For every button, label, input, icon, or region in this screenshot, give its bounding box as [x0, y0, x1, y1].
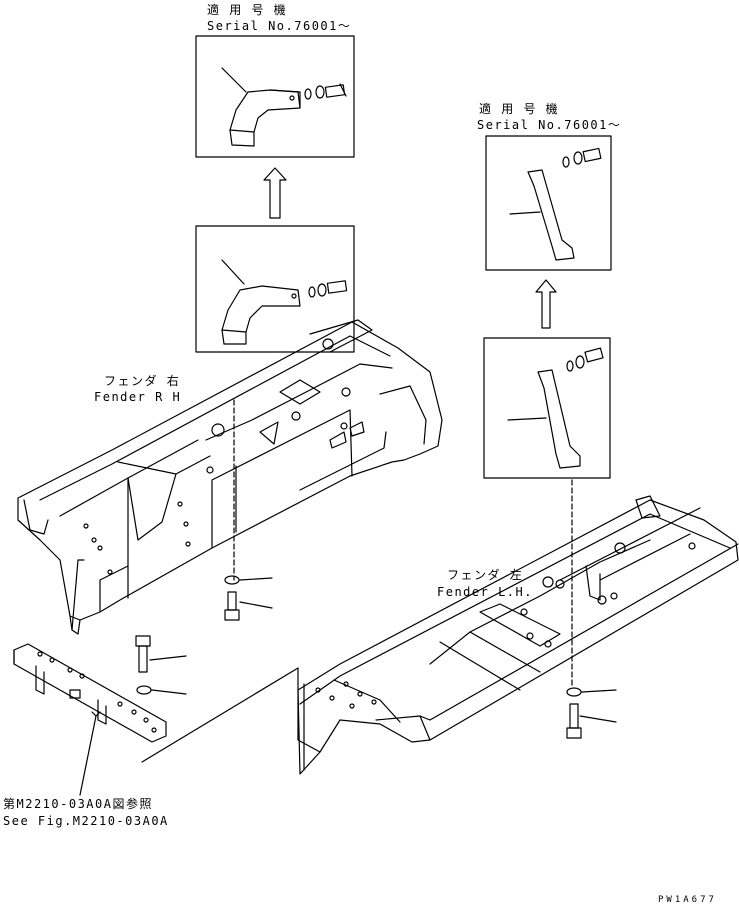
fender-lh-assembly	[297, 479, 739, 775]
drawing-number: PW1A677	[658, 895, 717, 905]
arrow-up-icon	[263, 167, 287, 219]
lh-inset-new-serial	[485, 135, 612, 271]
fender-rh-label-ja: フェンダ 右	[104, 374, 181, 388]
fender-rh-assembly	[17, 319, 443, 635]
mounting-plate	[13, 643, 167, 796]
rh-inset-new-serial	[195, 35, 355, 158]
fender-lh-label-ja: フェンダ 左	[447, 568, 524, 582]
bolt-washer-icon	[304, 83, 347, 100]
washer-bolt-lh	[566, 687, 617, 739]
bolt-washer-icon	[308, 280, 348, 298]
bolt-washer-icon	[566, 347, 604, 372]
bolt-washer-icon	[562, 147, 602, 168]
lh-inset-serial-ja: 適 用 号 機	[479, 102, 560, 116]
connector-line	[141, 667, 321, 763]
fender-lh-label-en: Fender L.H.	[437, 585, 533, 599]
rh-inset-serial-en: Serial No.76001～	[207, 19, 352, 33]
lh-inset-current	[483, 337, 611, 479]
arrow-up-icon	[535, 279, 557, 329]
rh-inset-current	[195, 225, 355, 353]
washer-bolt-plate	[135, 635, 187, 695]
rh-inset-serial-ja: 適 用 号 機	[207, 3, 288, 17]
washer-bolt-rh	[224, 575, 273, 621]
fender-rh-label-en: Fender R H	[94, 390, 182, 404]
reference-label-ja: 第M2210-03A0A図参照	[3, 797, 153, 811]
lh-inset-serial-en: Serial No.76001～	[477, 118, 622, 132]
reference-label-en: See Fig.M2210-03A0A	[3, 814, 169, 828]
